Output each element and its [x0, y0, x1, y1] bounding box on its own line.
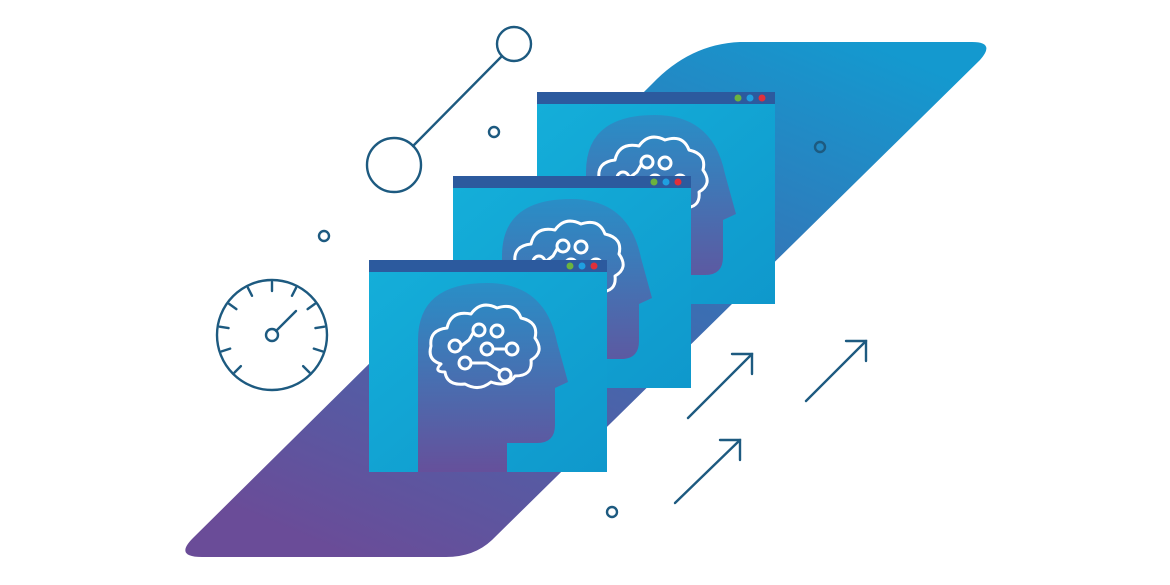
gauge-tick [301, 364, 311, 374]
gauge-tick [306, 302, 317, 311]
ai-window-front [367, 258, 609, 474]
line-art [215, 25, 868, 519]
small-circle-icon [317, 229, 331, 243]
speedometer-gauge-icon [215, 278, 329, 392]
gauge-tick [233, 364, 243, 374]
small-circle-icon [605, 505, 619, 519]
arrow-up-right-icon [804, 339, 868, 403]
gauge-tick [314, 325, 326, 330]
gauge-tick [218, 325, 230, 330]
arrow-up-right-icon [673, 438, 742, 505]
gauge-tick [312, 347, 324, 353]
node-link-icon [365, 25, 533, 194]
gauge-tick [220, 347, 232, 353]
gauge-tick [290, 286, 298, 297]
small-circle-icon [813, 140, 827, 154]
small-circle-icon [487, 125, 501, 139]
gauge-tick [246, 286, 254, 297]
arrow-up-right-icon [686, 352, 754, 420]
gauge-tick [227, 302, 238, 311]
